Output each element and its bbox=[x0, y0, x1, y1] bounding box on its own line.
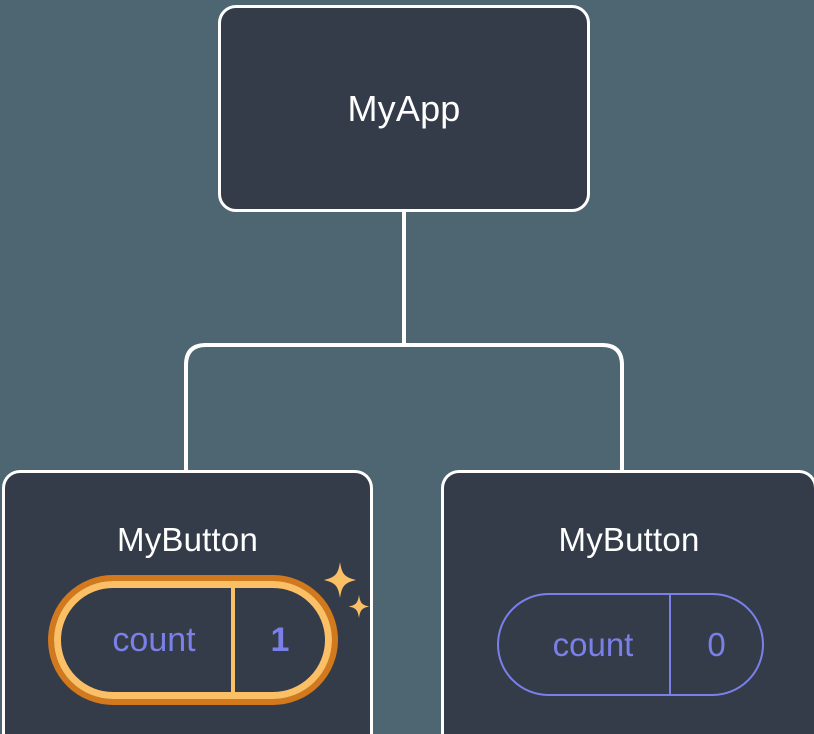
connector-branch-bar bbox=[184, 343, 624, 470]
state-pill-right-value: 0 bbox=[707, 625, 726, 663]
state-pill-right-key: count bbox=[499, 595, 671, 694]
state-pill-left-value: 1 bbox=[270, 620, 290, 659]
state-pill-left-inner: count 1 bbox=[54, 581, 332, 699]
state-pill-left-key: count bbox=[61, 588, 235, 692]
node-mybutton-right-title: MyButton bbox=[558, 521, 700, 558]
state-pill-right[interactable]: count 0 bbox=[497, 593, 764, 696]
state-pill-left[interactable]: count 1 bbox=[48, 575, 338, 705]
node-myapp[interactable]: MyApp bbox=[218, 5, 590, 212]
node-mybutton-left-title: MyButton bbox=[117, 521, 258, 558]
node-mybutton-left[interactable]: MyButton count 1 bbox=[2, 470, 373, 734]
node-myapp-title: MyApp bbox=[347, 88, 461, 129]
node-mybutton-right[interactable]: MyButton count 0 bbox=[441, 470, 814, 734]
